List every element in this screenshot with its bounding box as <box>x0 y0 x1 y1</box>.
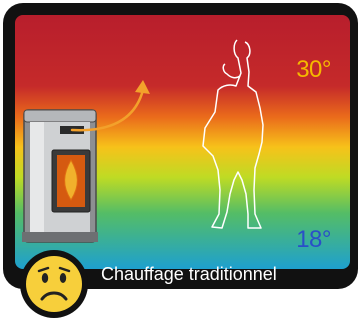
hot-temperature-label: 30° <box>296 56 331 83</box>
illustration-frame: 30° 18° Chauffage traditionnel <box>3 3 358 289</box>
caption-text: Chauffage traditionnel <box>101 264 277 284</box>
cold-temperature-label: 18° <box>296 226 331 253</box>
heat-flow-arrow-icon <box>70 80 150 132</box>
person-outline-icon <box>202 39 264 229</box>
sad-face-icon <box>20 250 88 318</box>
